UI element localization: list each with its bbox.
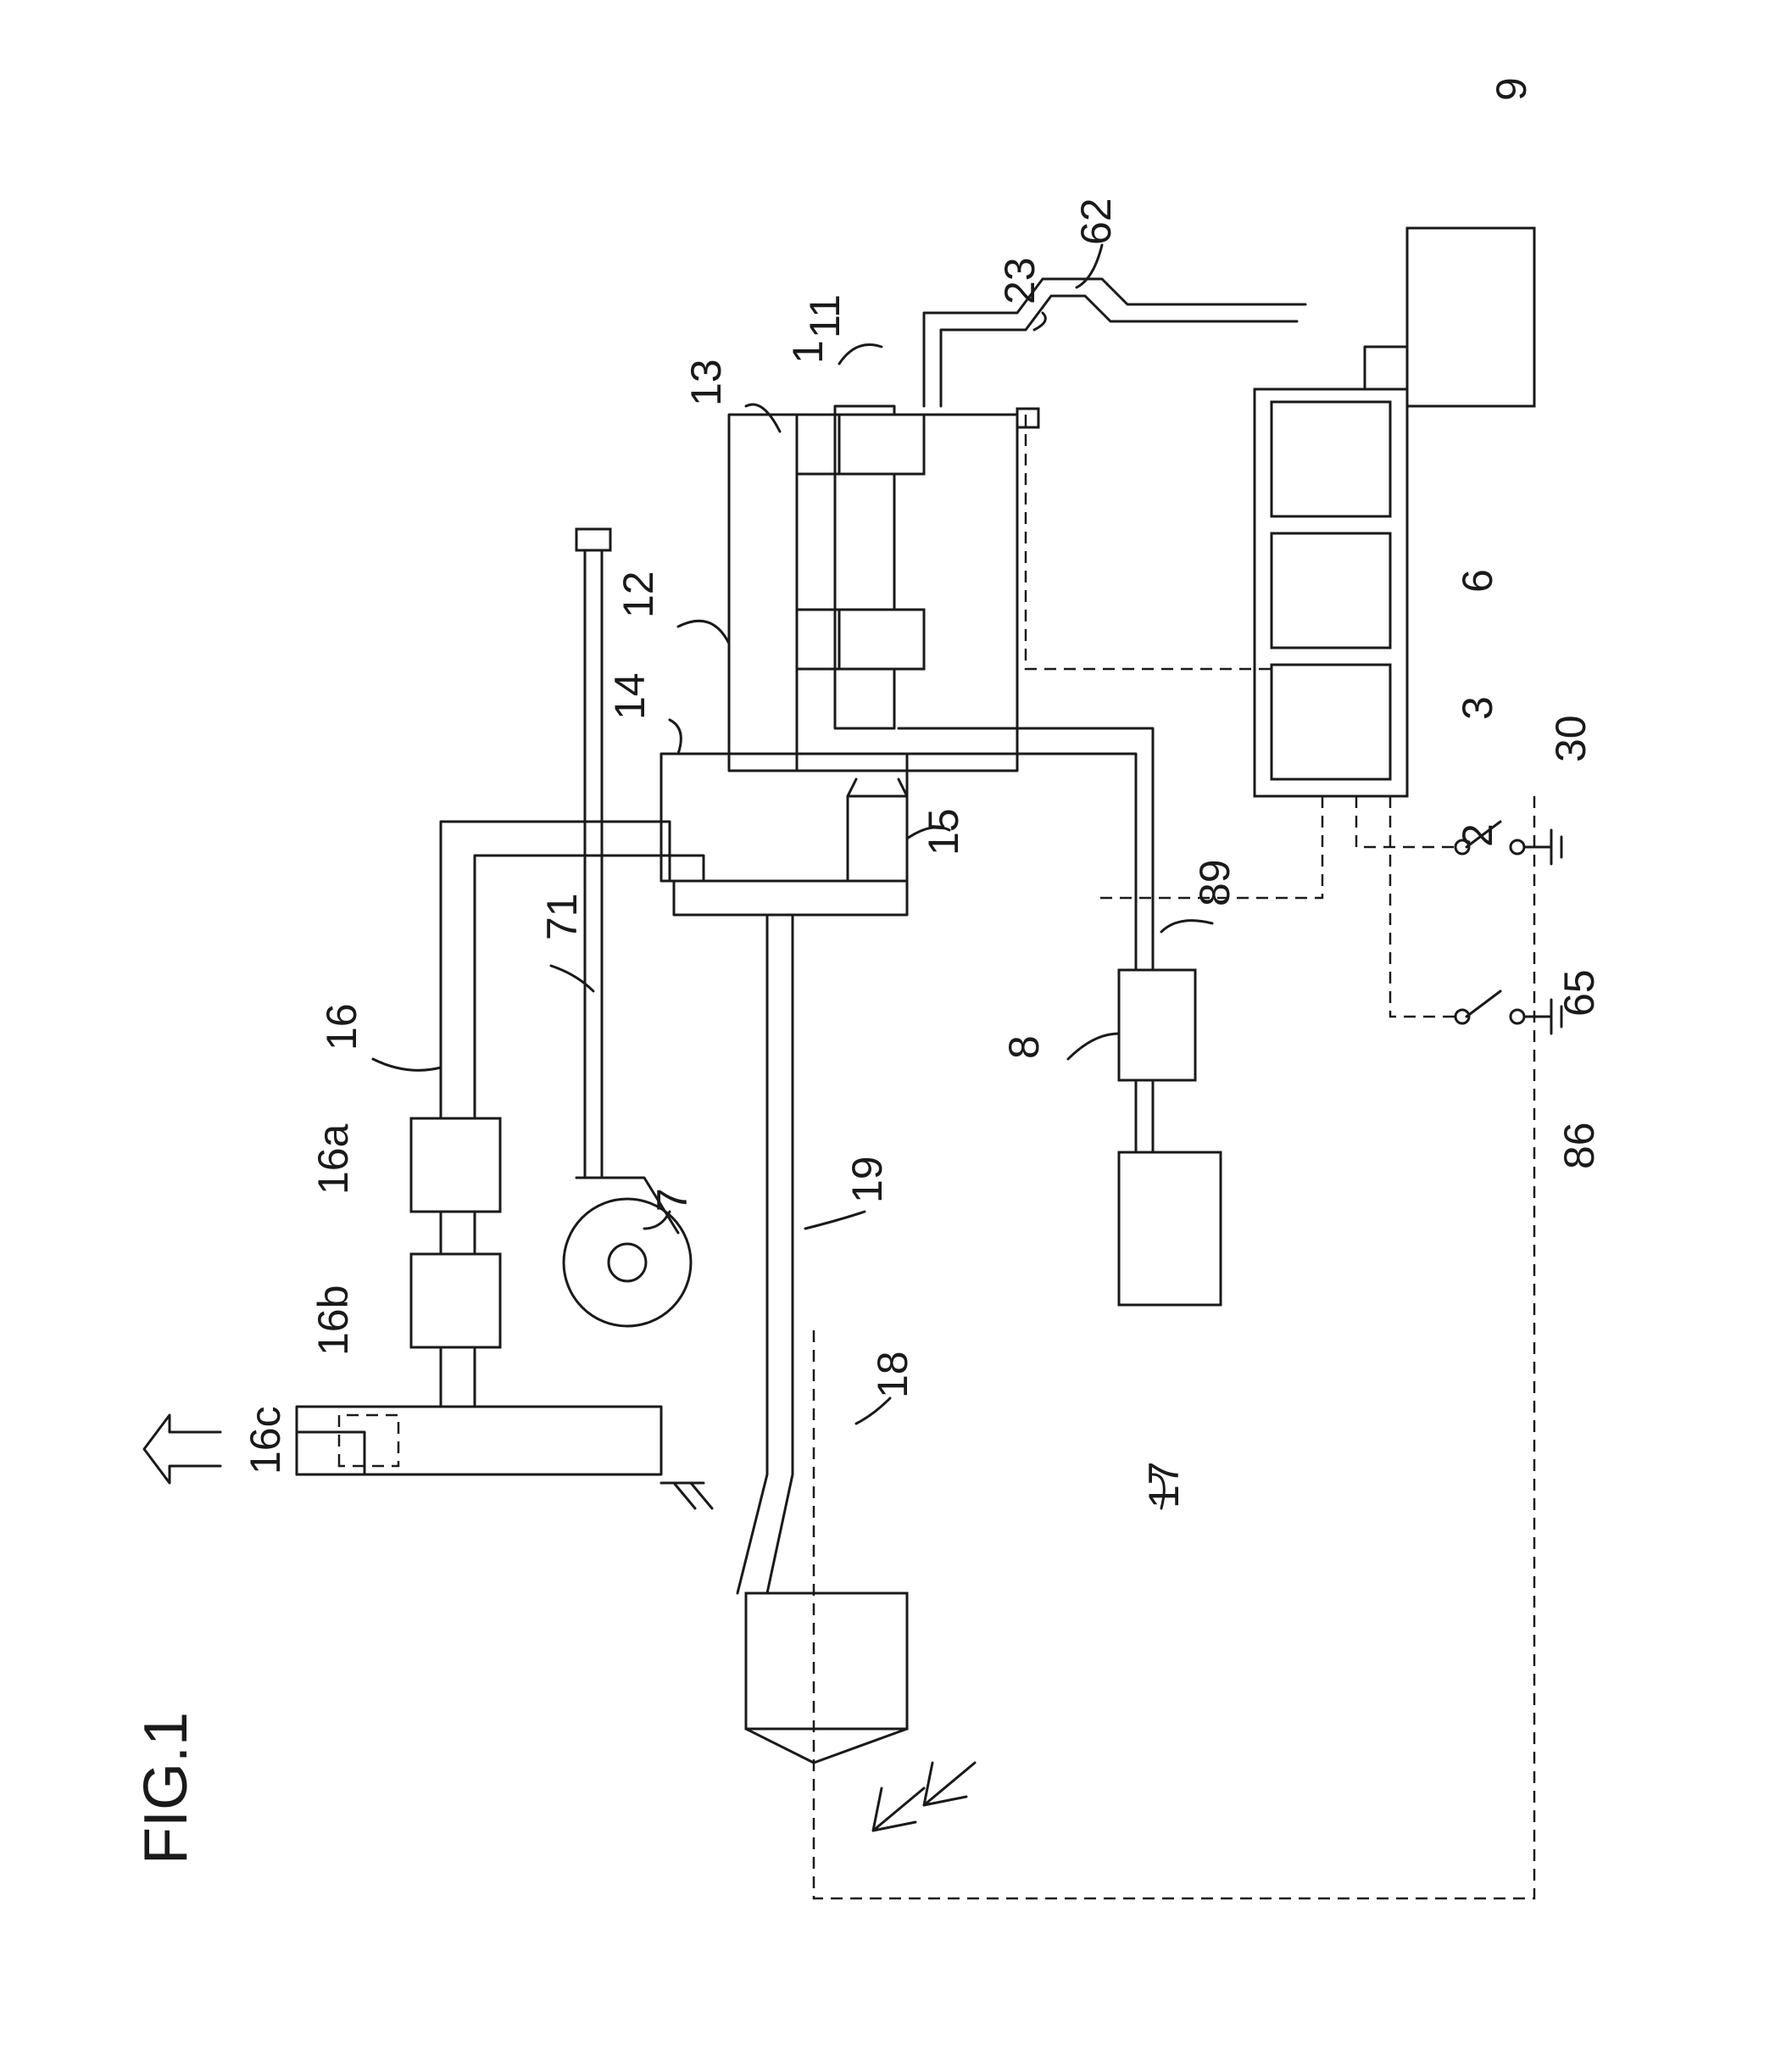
label-7: 7 — [648, 1188, 696, 1212]
purge-line-16 — [144, 822, 712, 1508]
label-86: 86 — [1555, 1122, 1603, 1169]
throttle-15 — [848, 796, 907, 881]
signal-sensor-23 — [1026, 415, 1272, 669]
leader-19 — [805, 1212, 865, 1229]
unit-6 — [1272, 402, 1390, 516]
label-6: 6 — [1454, 569, 1501, 593]
injector-11b — [839, 415, 924, 474]
tank-17 — [1119, 1152, 1221, 1305]
blower-7 — [564, 1199, 691, 1326]
leader-71 — [551, 966, 593, 991]
canister-body — [297, 1407, 661, 1474]
sensor-23 — [1017, 409, 1038, 427]
ecu-30 — [1255, 389, 1407, 796]
label-19: 19 — [843, 1156, 891, 1203]
label-16a: 16a — [309, 1123, 357, 1195]
intake-manifold-14 — [661, 754, 907, 881]
canister-neck — [297, 1432, 365, 1474]
label-14: 14 — [606, 672, 654, 720]
unit-2 — [1272, 665, 1390, 779]
label-18: 18 — [869, 1351, 916, 1398]
leader-62 — [1077, 245, 1102, 287]
label-71: 71 — [538, 893, 586, 940]
label-23: 23 — [996, 257, 1043, 304]
label-2: 2 — [1454, 823, 1501, 847]
duct-71-fitting — [576, 529, 610, 550]
injector-11a — [839, 610, 924, 669]
leader-1 — [839, 345, 882, 365]
ground-hatching — [674, 1483, 712, 1508]
switch-contact — [1511, 840, 1524, 854]
filter-16c — [339, 1415, 398, 1466]
air-cleaner-18 — [746, 1593, 907, 1729]
leader-89 — [1161, 921, 1212, 932]
line-to-9 — [1365, 347, 1407, 389]
intake-pipe-19-lower — [767, 915, 793, 1593]
engine-1 — [661, 406, 1038, 915]
leader-13 — [746, 404, 780, 432]
label-12: 12 — [615, 571, 662, 618]
label-65: 65 — [1555, 969, 1603, 1017]
device-9 — [1407, 228, 1534, 406]
signal-switch-65 — [1356, 796, 1458, 847]
leader-8 — [1068, 1034, 1119, 1059]
label-30: 30 — [1547, 715, 1594, 762]
label-8: 8 — [1000, 1035, 1048, 1059]
signal-switch-86 — [1390, 796, 1458, 1017]
vent-arrow — [144, 1415, 220, 1483]
unit-3 — [1272, 533, 1390, 648]
leader-18 — [856, 1398, 890, 1424]
label-16c: 16c — [242, 1406, 289, 1474]
valve-16a — [411, 1118, 500, 1212]
label-15: 15 — [920, 808, 967, 856]
label-9: 9 — [1488, 77, 1535, 101]
signal-blower-7 — [814, 796, 1534, 1898]
label-89: 89 — [1191, 859, 1238, 906]
leader-12 — [678, 621, 729, 644]
valve-16b — [411, 1254, 500, 1347]
leader-16 — [373, 1059, 441, 1070]
label-16b: 16b — [309, 1285, 357, 1356]
switch-86 — [1455, 991, 1561, 1034]
label-11: 11 — [801, 294, 849, 338]
label-1: 1 — [784, 340, 832, 364]
label-16: 16 — [318, 1003, 365, 1051]
air-cleaner-inlet — [746, 1729, 907, 1763]
switch-contact — [1511, 1010, 1524, 1023]
leader-14 — [670, 720, 681, 754]
label-3: 3 — [1454, 696, 1501, 720]
label-62: 62 — [1072, 198, 1120, 245]
throttle-taper — [848, 779, 856, 796]
line-62 — [924, 279, 1305, 406]
air-inflow-arrow — [924, 1763, 975, 1805]
pump-8 — [1119, 970, 1195, 1080]
intake-system — [737, 915, 975, 1831]
surge-tank — [674, 881, 907, 915]
figure-title: FIG.1 — [132, 1712, 200, 1865]
fuel-line-89-a — [899, 728, 1153, 1152]
line-62-inner — [924, 279, 1305, 406]
switch-blade — [1466, 991, 1500, 1017]
intake-pipe-19-upper — [737, 915, 767, 1593]
blower-hub — [609, 1244, 646, 1281]
air-inflow-arrow — [873, 1788, 924, 1831]
label-13: 13 — [682, 359, 730, 406]
